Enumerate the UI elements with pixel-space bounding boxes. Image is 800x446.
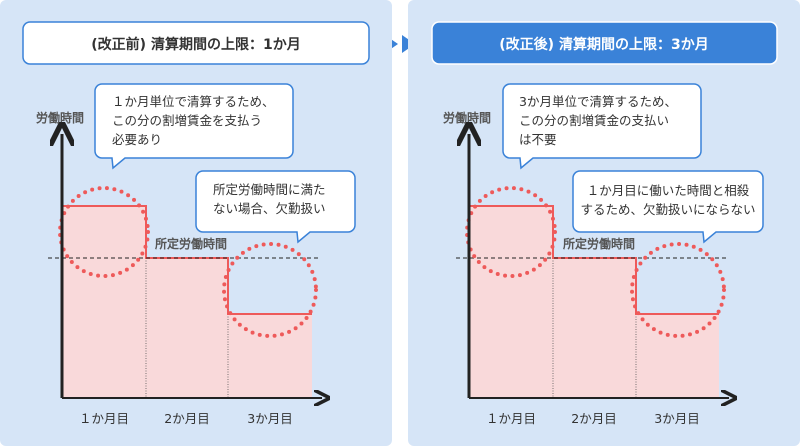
- bubble-line: するため、欠勤扱いにならない: [580, 202, 755, 217]
- month-label: 3か月目: [654, 411, 699, 426]
- svg-text:所定労働時間に満たない場合、欠勤扱い: 所定労働時間に満たない場合、欠勤扱い: [213, 182, 326, 216]
- bubble-line: １か月単位で清算するため、: [112, 94, 275, 109]
- bubble-line: この分の割増賃金の支払い: [519, 113, 669, 128]
- highlight-circle: [222, 242, 318, 338]
- svg-text:3か月単位で清算するため、この分の割増賃金の支払いは不要: 3か月単位で清算するため、この分の割増賃金の支払いは不要: [519, 94, 677, 147]
- highlight-circle: [58, 186, 150, 278]
- month-label: １か月目: [79, 411, 129, 426]
- svg-text:１か月単位で清算するため、この分の割増賃金を支払う必要あり: １か月単位で清算するため、この分の割増賃金を支払う必要あり: [112, 94, 275, 147]
- bubble-line: ない場合、欠勤扱い: [213, 201, 326, 216]
- speech-bubble: [572, 170, 764, 244]
- bubble-line: は不要: [519, 132, 557, 147]
- bubble-line: 3か月単位で清算するため、: [519, 94, 677, 109]
- svg-text:１か月目に働いた時間と相殺するため、欠勤扱いにならない: １か月目に働いた時間と相殺するため、欠勤扱いにならない: [580, 183, 755, 217]
- before-header-text: (改正前) 清算期間の上限：1か月: [91, 36, 300, 53]
- bubble-line: １か月目に働いた時間と相殺: [587, 183, 750, 198]
- highlight-circle: [630, 242, 726, 338]
- after-header-text: (改正後) 清算期間の上限：3か月: [499, 36, 708, 53]
- highlight-circle: [465, 186, 557, 278]
- month-label: 2か月目: [571, 411, 616, 426]
- bubble-line: 所定労働時間に満た: [213, 182, 326, 197]
- bubble-line: この分の割増賃金を支払う: [112, 113, 262, 128]
- bubble-line: 必要あり: [112, 132, 162, 147]
- speech-bubble: [195, 170, 356, 244]
- y-axis-label: 労働時間: [443, 110, 491, 125]
- after-panel: (改正後) 清算期間の上限：3か月 所定労働時間 労働時間 １か月目 2か月目 …: [408, 0, 800, 446]
- y-axis-label: 労働時間: [36, 110, 84, 125]
- speech-bubble: [502, 83, 702, 170]
- after-header: [431, 21, 778, 65]
- standard-hours-label: 所定労働時間: [155, 236, 227, 251]
- month-label: 2か月目: [164, 411, 209, 426]
- speech-bubble: [94, 83, 294, 170]
- before-header: [22, 21, 370, 65]
- month-label: １か月目: [486, 411, 536, 426]
- month-label: 3か月目: [247, 411, 292, 426]
- before-panel: (改正前) 清算期間の上限：1か月 所定労働時間 労働時間 １か月目 2か月目 …: [0, 0, 392, 446]
- standard-hours-label: 所定労働時間: [563, 236, 635, 251]
